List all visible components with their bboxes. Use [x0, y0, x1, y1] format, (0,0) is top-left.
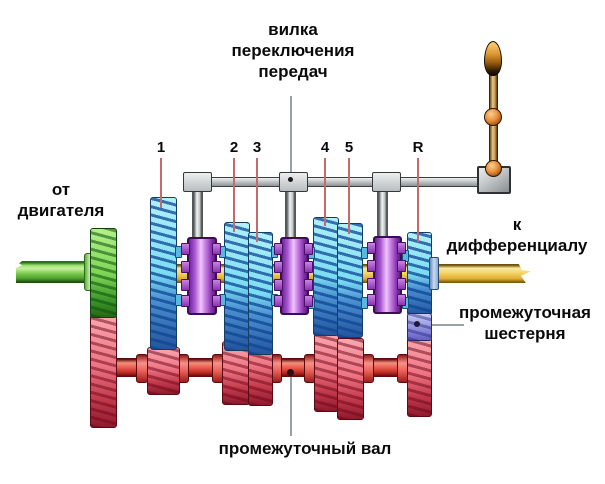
rail-carriage-dot [288, 177, 293, 182]
synchro-tab [181, 279, 190, 291]
intermediate-gear-leader-line [420, 324, 464, 326]
synchro-tab [212, 243, 221, 255]
fork-rod-2 [285, 185, 296, 241]
gear-reverse-hub [429, 257, 439, 290]
intermediate-gear-label: промежуточная шестерня [459, 303, 591, 343]
intermediate-shaft-dot [287, 369, 294, 376]
fork-rod-3 [377, 185, 388, 239]
gear-number-4: 4 [320, 139, 330, 156]
synchro-tab [367, 278, 376, 290]
rail-carriage-1 [183, 172, 212, 192]
synchro-tab [181, 243, 190, 255]
synchro-tab [367, 260, 376, 272]
gear-R-leader [417, 158, 419, 242]
main-shaft-broken-end [510, 264, 531, 283]
counter-gear-reverse [407, 337, 432, 417]
counter-gear-4 [314, 333, 339, 412]
synchro-tab [181, 295, 190, 307]
synchro-tab [397, 260, 406, 272]
gear-number-1: 1 [156, 139, 166, 156]
gear-2 [224, 222, 250, 351]
synchro-tab [181, 261, 190, 273]
intermediate-shaft-label: промежуточный вал [218, 439, 392, 458]
rail-carriage-3 [372, 172, 401, 192]
from-engine-label: от двигателя [17, 180, 105, 220]
synchro-tab [304, 295, 313, 307]
gear-number-3: 3 [252, 139, 262, 156]
gear-2-leader [233, 158, 235, 232]
input-gear [90, 228, 117, 318]
input-shaft [16, 261, 92, 283]
synchro-tab [397, 278, 406, 290]
intermediate-gear-section [407, 313, 432, 341]
synchro-tab [367, 294, 376, 306]
shift-lever-knob [484, 41, 502, 76]
synchro-tab [212, 279, 221, 291]
shift-lever-pivot-ball [485, 160, 502, 177]
gear-1-leader [160, 158, 162, 208]
shift-lever-mid-ball [484, 108, 502, 126]
intermediate-shaft-leader-line [290, 374, 292, 436]
gear-5 [337, 223, 363, 338]
gear-3-leader [256, 158, 258, 242]
synchro-tab [212, 295, 221, 307]
to-differential-label: к дифференциалу [446, 215, 588, 255]
synchro-tab [397, 242, 406, 254]
rail-carriage-2 [279, 172, 308, 192]
gear-number-2: 2 [229, 139, 239, 156]
shift-fork-leader-line [290, 96, 292, 178]
synchro-tab [304, 261, 313, 273]
counter-gear-input [90, 314, 117, 428]
synchro-tab [274, 279, 283, 291]
counter-gear-5 [337, 338, 364, 420]
synchro-tab [304, 279, 313, 291]
synchro-tab [397, 294, 406, 306]
synchro-tab [274, 261, 283, 273]
synchro-tab [274, 295, 283, 307]
synchro-tab [274, 243, 283, 255]
gear-5-leader [348, 158, 350, 234]
fork-rod-1 [192, 185, 203, 241]
gear-3 [248, 232, 273, 355]
synchro-tab [367, 242, 376, 254]
shift-fork-label: вилка переключения передач [231, 20, 355, 81]
gear-number-R: R [412, 139, 424, 156]
intermediate-gear-dot [414, 321, 420, 327]
synchro-tab [304, 243, 313, 255]
selector-rail [185, 177, 483, 187]
counter-gear-1 [147, 347, 180, 395]
gear-4 [313, 217, 339, 336]
gear-number-5: 5 [344, 139, 354, 156]
synchro-tab [212, 261, 221, 273]
gear-1 [150, 197, 177, 350]
gear-4-leader [324, 158, 326, 226]
